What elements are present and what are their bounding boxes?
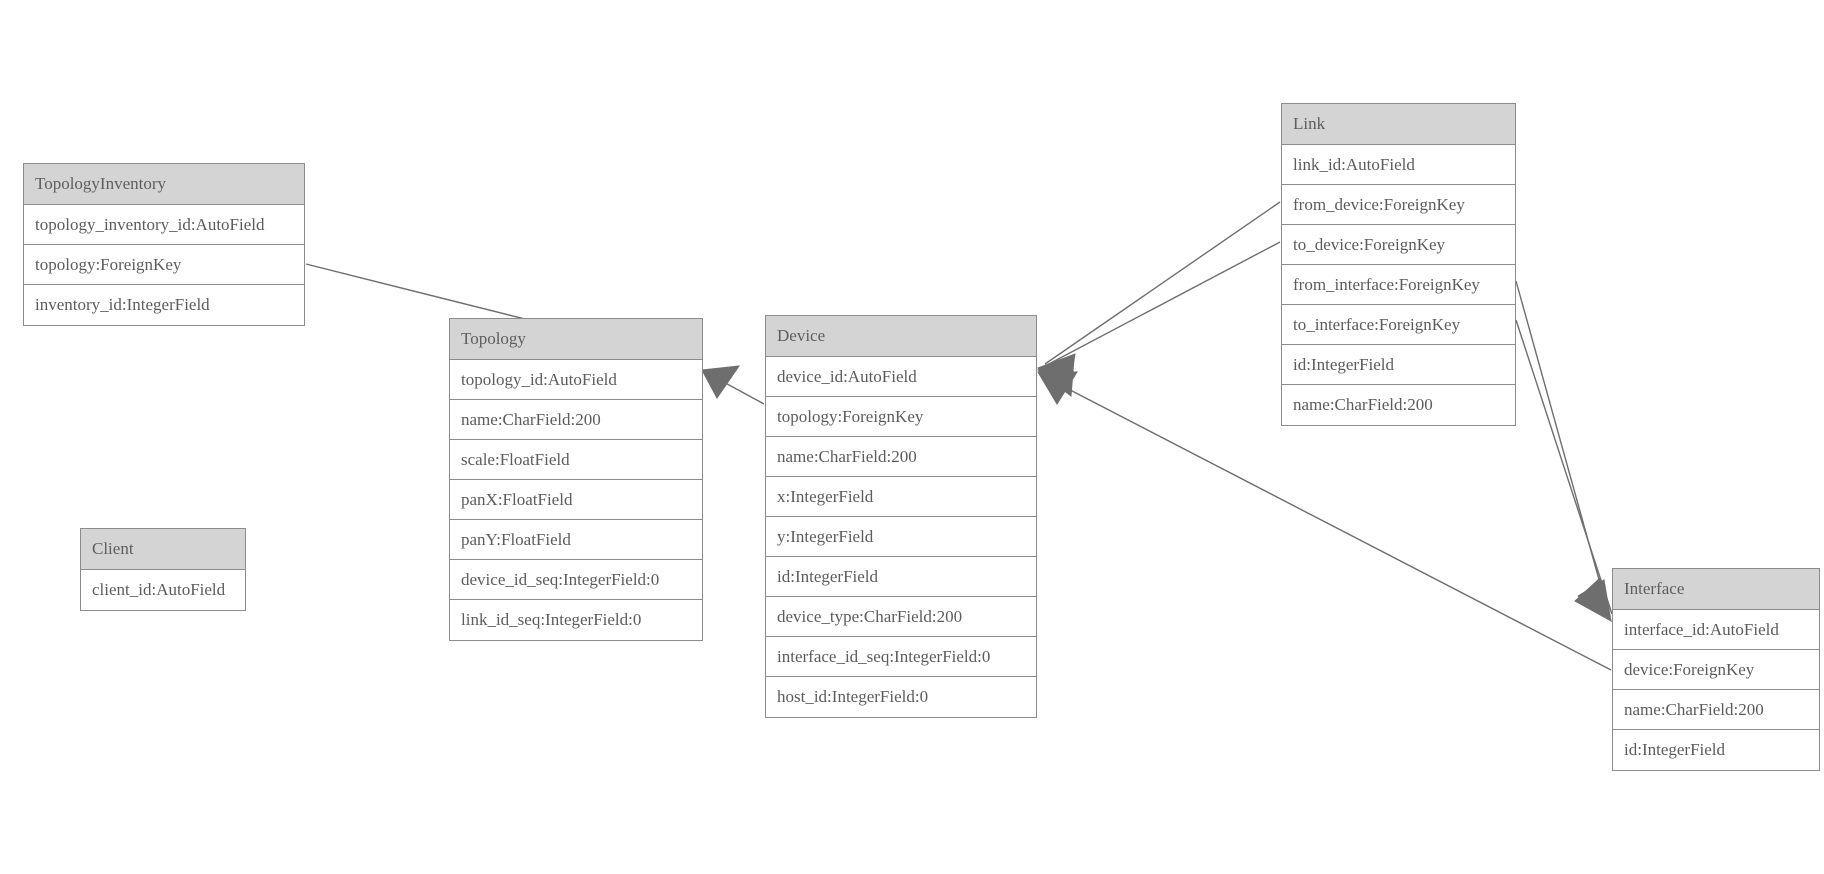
entity-field[interactable]: topology_inventory_id:AutoField	[24, 205, 304, 245]
entity-title-link: Link	[1282, 104, 1515, 145]
entity-field[interactable]: device:ForeignKey	[1613, 650, 1819, 690]
entity-field[interactable]: name:CharField:200	[766, 437, 1036, 477]
rel-device-topology	[701, 365, 765, 405]
relationship-line	[1044, 241, 1281, 367]
entity-field[interactable]: name:CharField:200	[450, 400, 702, 440]
entity-field[interactable]: inventory_id:IntegerField	[24, 285, 304, 325]
entity-field[interactable]: interface_id_seq:IntegerField:0	[766, 637, 1036, 677]
entity-title-interface: Interface	[1613, 569, 1819, 610]
arrowhead-icon	[1036, 358, 1075, 397]
rel-link-to-interface	[1515, 319, 1613, 623]
arrowhead-icon	[1037, 371, 1078, 405]
entity-field[interactable]: topology:ForeignKey	[24, 245, 304, 285]
entity-field[interactable]: id:IntegerField	[1613, 730, 1819, 770]
rel-link-to-device	[1036, 241, 1281, 397]
entity-field[interactable]: y:IntegerField	[766, 517, 1036, 557]
entity-field[interactable]: host_id:IntegerField:0	[766, 677, 1036, 717]
entity-field[interactable]: client_id:AutoField	[81, 570, 245, 610]
rel-link-from-interface	[1515, 280, 1612, 623]
rel-link-from-device	[1036, 201, 1281, 393]
relationship-line	[1515, 319, 1613, 615]
entity-field[interactable]: from_interface:ForeignKey	[1282, 265, 1515, 305]
arrowhead-icon	[1036, 353, 1076, 393]
entity-field[interactable]: scale:FloatField	[450, 440, 702, 480]
entity-field[interactable]: name:CharField:200	[1282, 385, 1515, 425]
entity-field[interactable]: topology_id:AutoField	[450, 360, 702, 400]
entity-field[interactable]: to_interface:ForeignKey	[1282, 305, 1515, 345]
entity-field[interactable]: name:CharField:200	[1613, 690, 1819, 730]
entity-field[interactable]: link_id_seq:IntegerField:0	[450, 600, 702, 640]
relationship-line	[1044, 201, 1281, 365]
entity-field[interactable]: interface_id:AutoField	[1613, 610, 1819, 650]
entity-field[interactable]: panX:FloatField	[450, 480, 702, 520]
entity-title-topology: Topology	[450, 319, 702, 360]
arrowhead-icon	[701, 365, 741, 399]
entity-field[interactable]: device_type:CharField:200	[766, 597, 1036, 637]
relationship-line	[1515, 280, 1609, 613]
entity-field[interactable]: device_id:AutoField	[766, 357, 1036, 397]
relationship-line	[706, 372, 765, 405]
entity-field[interactable]: id:IntegerField	[766, 557, 1036, 597]
entity-field[interactable]: x:IntegerField	[766, 477, 1036, 517]
entity-field[interactable]: device_id_seq:IntegerField:0	[450, 560, 702, 600]
entity-field[interactable]: from_device:ForeignKey	[1282, 185, 1515, 225]
entity-title-device: Device	[766, 316, 1036, 357]
entity-field[interactable]: to_device:ForeignKey	[1282, 225, 1515, 265]
arrowhead-icon	[1574, 577, 1612, 623]
arrowhead-icon	[1577, 579, 1612, 623]
entity-field[interactable]: id:IntegerField	[1282, 345, 1515, 385]
entity-title-client: Client	[81, 529, 245, 570]
entity-field[interactable]: topology:ForeignKey	[766, 397, 1036, 437]
entity-title-topologyinventory: TopologyInventory	[24, 164, 304, 205]
entity-field[interactable]: panY:FloatField	[450, 520, 702, 560]
entity-field[interactable]: link_id:AutoField	[1282, 145, 1515, 185]
